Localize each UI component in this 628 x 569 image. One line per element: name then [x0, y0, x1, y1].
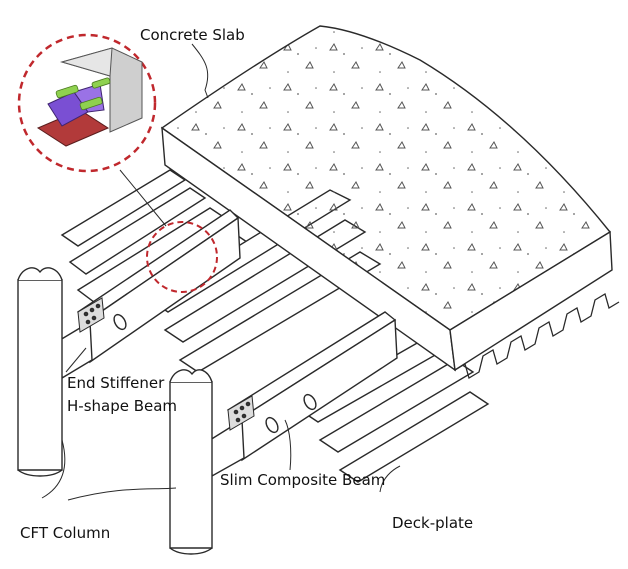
label-deck-plate: Deck-plate	[392, 514, 473, 532]
end-stiffener-2	[227, 395, 255, 431]
label-end-stiffener: End Stiffener	[67, 374, 165, 392]
concrete-slab-top	[160, 25, 612, 331]
label-h-shape-beam: H-shape Beam	[67, 397, 177, 415]
connector-detail	[36, 47, 143, 147]
detail-leader-line	[119, 169, 167, 227]
label-slim-composite-beam: Slim Composite Beam	[220, 471, 385, 489]
label-leaders	[41, 43, 401, 501]
cft-column-2	[169, 369, 213, 555]
label-cft-column: CFT Column	[20, 524, 110, 542]
slab-underside-zigzag	[454, 293, 620, 379]
slim-composite-beam	[209, 311, 398, 478]
detail-highlight-circle	[146, 221, 218, 293]
end-stiffener-1	[77, 297, 105, 333]
label-concrete-slab: Concrete Slab	[140, 26, 245, 44]
cft-column-1	[17, 267, 63, 477]
h-shape-beam	[59, 209, 241, 380]
